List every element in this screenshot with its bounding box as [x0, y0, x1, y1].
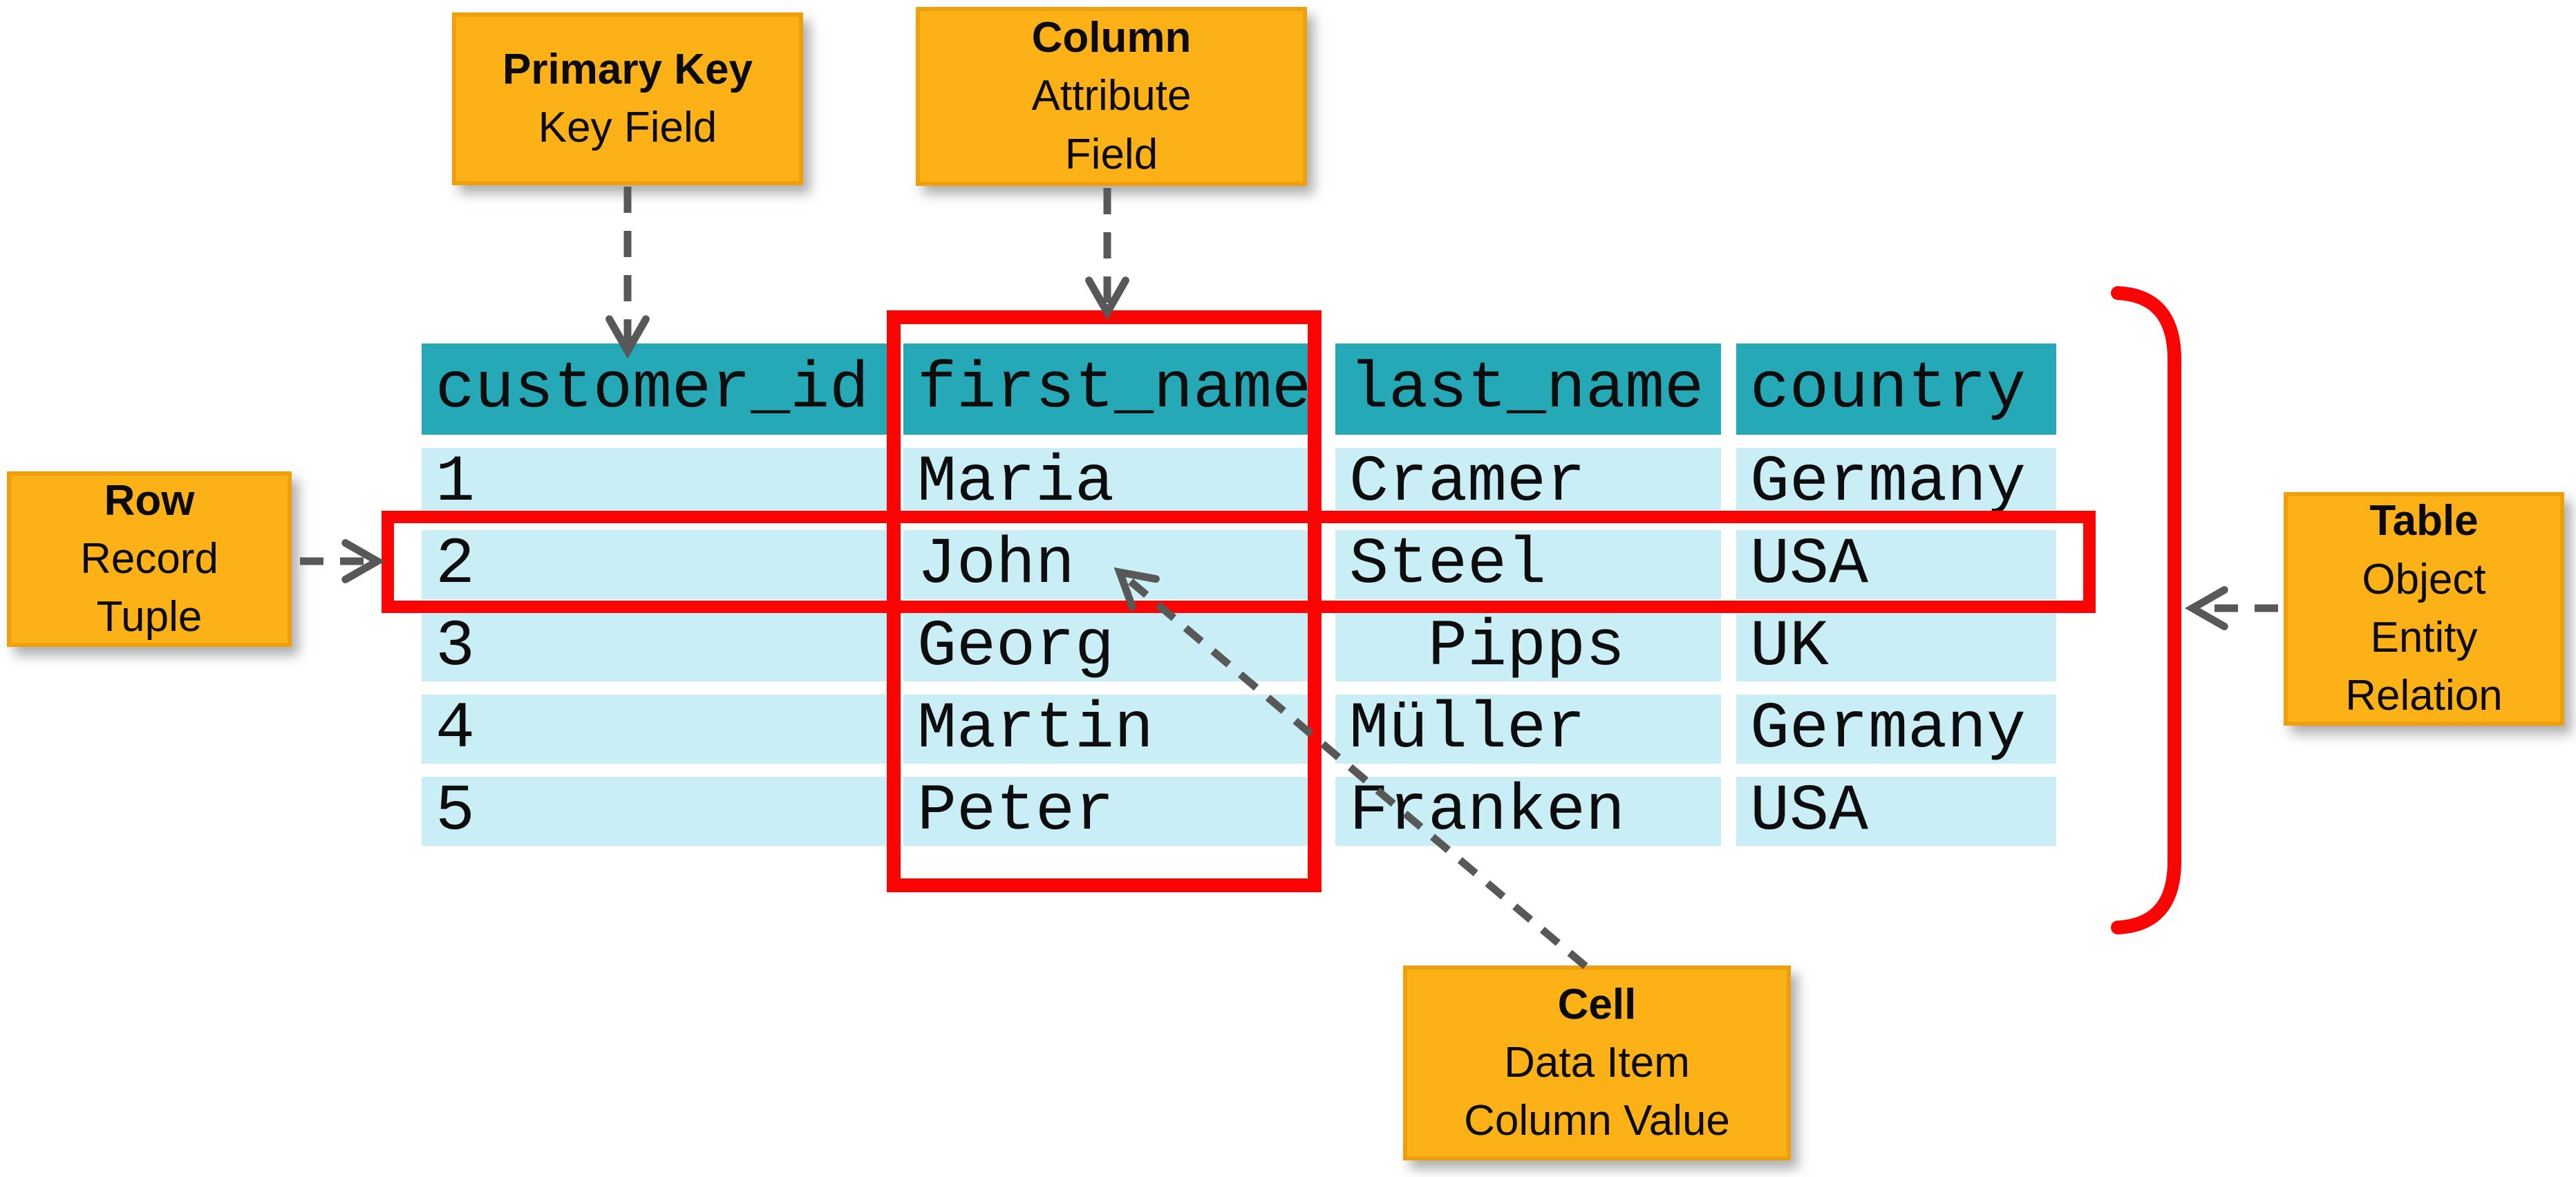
callout-line: Entity	[2370, 614, 2478, 661]
callout-line: Key Field	[538, 104, 717, 151]
callout-title: Primary Key	[502, 45, 753, 93]
table-bracket	[2111, 286, 2181, 934]
callout-row: Row Record Tuple	[7, 471, 292, 647]
table-cell-r4-country: Germany	[1736, 692, 2056, 766]
table-cell-r1-customer_id: 1	[422, 445, 888, 520]
column-header-customer_id: customer_id	[422, 343, 888, 435]
callout-title: Cell	[1557, 980, 1637, 1028]
table-cell-r5-last_name: Franken	[1335, 774, 1721, 849]
callout-title: Column	[1031, 14, 1192, 62]
callout-line: Data Item	[1504, 1038, 1690, 1086]
callout-line: Field	[1064, 130, 1158, 178]
callout-column: Column Attribute Field	[916, 7, 1307, 186]
callout-line: Relation	[2345, 672, 2503, 720]
row-highlight-rect	[382, 511, 2096, 613]
callout-line: Object	[2362, 555, 2486, 603]
callout-line: Tuple	[96, 593, 203, 641]
table-cell-r3-country: UK	[1736, 610, 2056, 684]
callout-table: Table Object Entity Relation	[2284, 492, 2564, 726]
table-cell-r5-country: USA	[1736, 774, 2056, 849]
table-cell-r3-customer_id: 3	[422, 610, 888, 684]
column-header-first_name: first_name	[903, 343, 1320, 435]
table-cell-r1-first_name: Maria	[903, 445, 1320, 520]
table-cell-r4-customer_id: 4	[422, 692, 888, 766]
column-header-last_name: last_name	[1335, 343, 1721, 435]
callout-cell: Cell Data Item Column Value	[1403, 966, 1791, 1160]
callout-title: Table	[2369, 497, 2479, 545]
table-cell-r5-customer_id: 5	[422, 774, 888, 849]
table-cell-r2-customer_id: 2	[422, 527, 888, 602]
callout-title: Row	[104, 476, 195, 525]
table-cell-r3-last_name: Pipps	[1335, 610, 1721, 684]
column-header-country: country	[1736, 343, 2056, 435]
callout-line: Attribute	[1031, 72, 1192, 120]
table-cell-r1-last_name: Cramer	[1335, 445, 1721, 520]
callout-primary-key: Primary Key Key Field	[452, 12, 803, 185]
table-cell-r4-last_name: Müller	[1335, 692, 1721, 766]
table-cell-r2-country: USA	[1736, 527, 2056, 602]
callout-line: Column Value	[1464, 1097, 1730, 1145]
table-cell-r1-country: Germany	[1736, 445, 2056, 520]
callout-line: Record	[80, 534, 218, 583]
